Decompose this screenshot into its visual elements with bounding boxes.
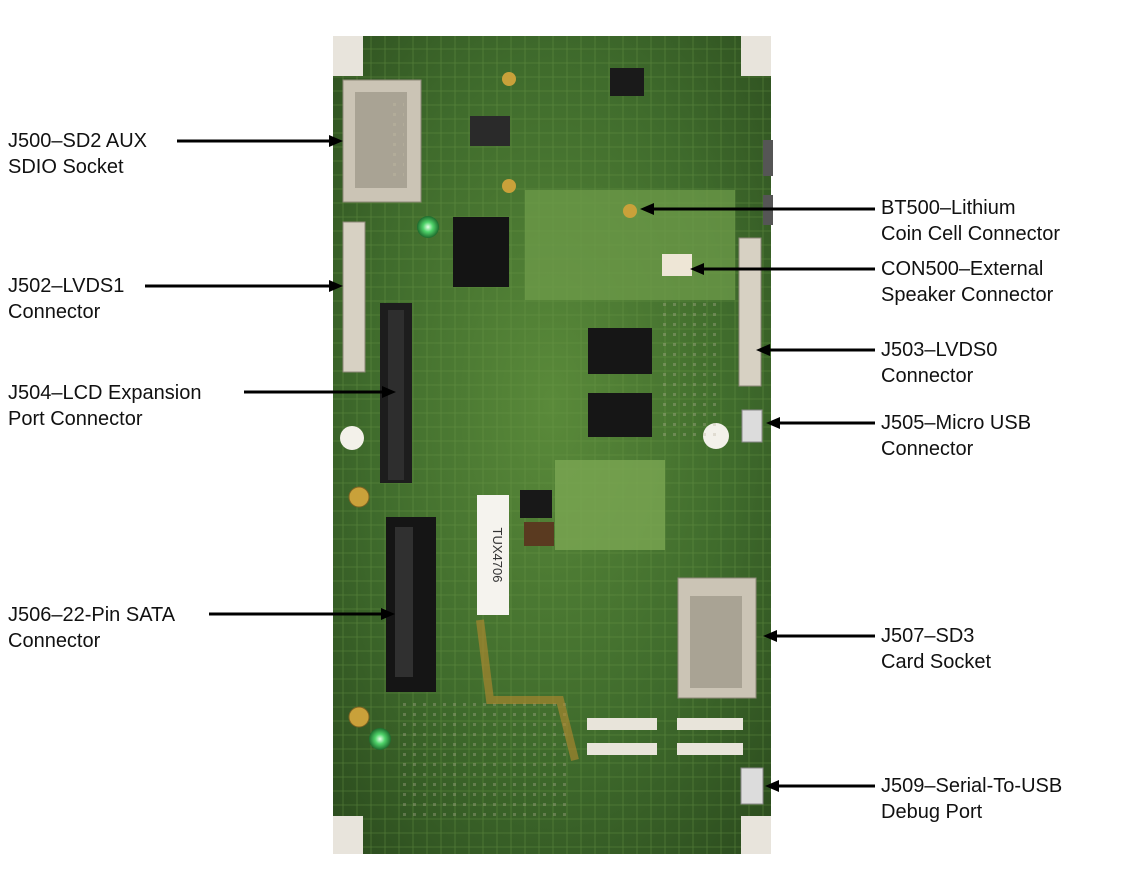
edge-connector <box>763 140 773 176</box>
gold-pad <box>348 486 370 508</box>
gold-pad <box>502 72 516 86</box>
label-line: J505–Micro USB <box>881 412 1032 434</box>
corner-mount <box>741 36 771 76</box>
ribbon-connector <box>587 743 657 755</box>
pcb-module <box>555 460 665 550</box>
label-j507: J507–SD3 Card Socket <box>881 623 991 675</box>
corner-mount <box>333 816 363 854</box>
arrow-j506-head <box>381 608 395 620</box>
label-line: Connector <box>881 365 974 387</box>
label-line: J503–LVDS0 <box>881 339 998 361</box>
ribbon-connector <box>587 718 657 730</box>
arrow-j502-head <box>329 280 343 292</box>
corner-mount <box>741 816 771 854</box>
label-line: J500–SD2 AUX <box>8 130 147 152</box>
arrow-con500-head <box>690 263 704 275</box>
label-line: SDIO Socket <box>8 156 124 178</box>
arrow-j509-head <box>765 780 779 792</box>
bt500-coin-cell-connector <box>623 204 637 218</box>
callout-arrows <box>145 135 875 792</box>
label-j506: J506–22-Pin SATA Connector <box>8 602 175 654</box>
arrow-j505-head <box>766 417 780 429</box>
con500-speaker-connector <box>662 254 692 276</box>
label-line: Debug Port <box>881 801 983 823</box>
ribbon-connector <box>677 743 743 755</box>
label-j503: J503–LVDS0 Connector <box>881 337 997 389</box>
corner-mount <box>333 36 363 76</box>
j503-lvds0-connector <box>738 237 762 387</box>
arrow-j500-head <box>329 135 343 147</box>
label-line: Connector <box>8 630 101 652</box>
ribbon-connector <box>677 718 743 730</box>
status-led <box>417 216 439 238</box>
arrow-j504-head <box>382 386 396 398</box>
arrow-j503-head <box>756 344 770 356</box>
small-chip <box>610 68 644 96</box>
label-j505: J505–Micro USB Connector <box>881 410 1031 462</box>
label-line: BT500–Lithium <box>881 197 1016 219</box>
test-point-field <box>400 700 570 820</box>
small-chip <box>520 490 552 518</box>
arrow-j507-head <box>763 630 777 642</box>
memory-chip <box>588 328 652 374</box>
label-j502: J502–LVDS1 Connector <box>8 273 124 325</box>
processor-chip <box>453 217 509 287</box>
test-point-field <box>660 300 720 440</box>
status-led <box>369 728 391 750</box>
small-chip <box>470 116 510 146</box>
label-line: J504–LCD Expansion <box>8 382 202 404</box>
board-sticker <box>477 495 509 615</box>
label-line: CON500–External <box>881 258 1044 280</box>
label-line: J507–SD3 <box>881 625 975 647</box>
mount-hole <box>340 426 364 450</box>
label-line: J502–LVDS1 <box>8 275 125 297</box>
label-con500: CON500–External Speaker Connector <box>881 256 1053 308</box>
label-line: Speaker Connector <box>881 284 1054 306</box>
label-j509: J509–Serial-To-USB Debug Port <box>881 773 1062 825</box>
label-j504: J504–LCD Expansion Port Connector <box>8 380 201 432</box>
board-sticker-text: TUX4706 <box>490 528 505 583</box>
label-line: Connector <box>881 438 974 460</box>
memory-chip <box>588 393 652 437</box>
j502-lvds1-connector <box>342 221 366 373</box>
label-j500: J500–SD2 AUX SDIO Socket <box>8 128 147 180</box>
gold-pad <box>348 706 370 728</box>
j509-debug-usb <box>740 767 764 805</box>
arrow-bt500-head <box>640 203 654 215</box>
label-line: Connector <box>8 301 101 323</box>
label-line: J506–22-Pin SATA <box>8 604 176 626</box>
j505-micro-usb <box>741 409 763 443</box>
label-line: Card Socket <box>881 651 992 673</box>
label-bt500: BT500–Lithium Coin Cell Connector <box>881 195 1060 247</box>
small-chip <box>524 522 554 546</box>
label-line: J509–Serial-To-USB <box>881 775 1063 797</box>
trace-ribbon <box>476 619 579 761</box>
label-line: Port Connector <box>8 408 143 430</box>
gold-pad <box>502 179 516 193</box>
label-line: Coin Cell Connector <box>881 223 1060 245</box>
